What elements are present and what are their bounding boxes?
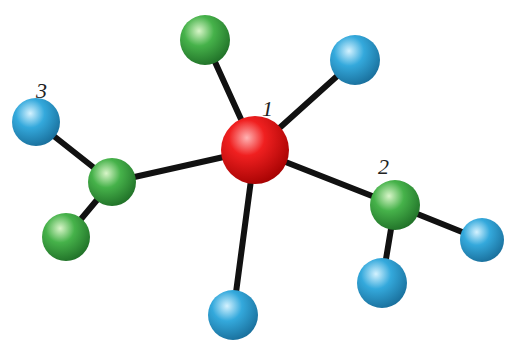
atoms (12, 15, 504, 340)
bonds (36, 40, 482, 315)
callout-number: 2 (378, 156, 389, 178)
callout-number: 3 (36, 80, 47, 102)
callout-number: 1 (262, 98, 273, 120)
